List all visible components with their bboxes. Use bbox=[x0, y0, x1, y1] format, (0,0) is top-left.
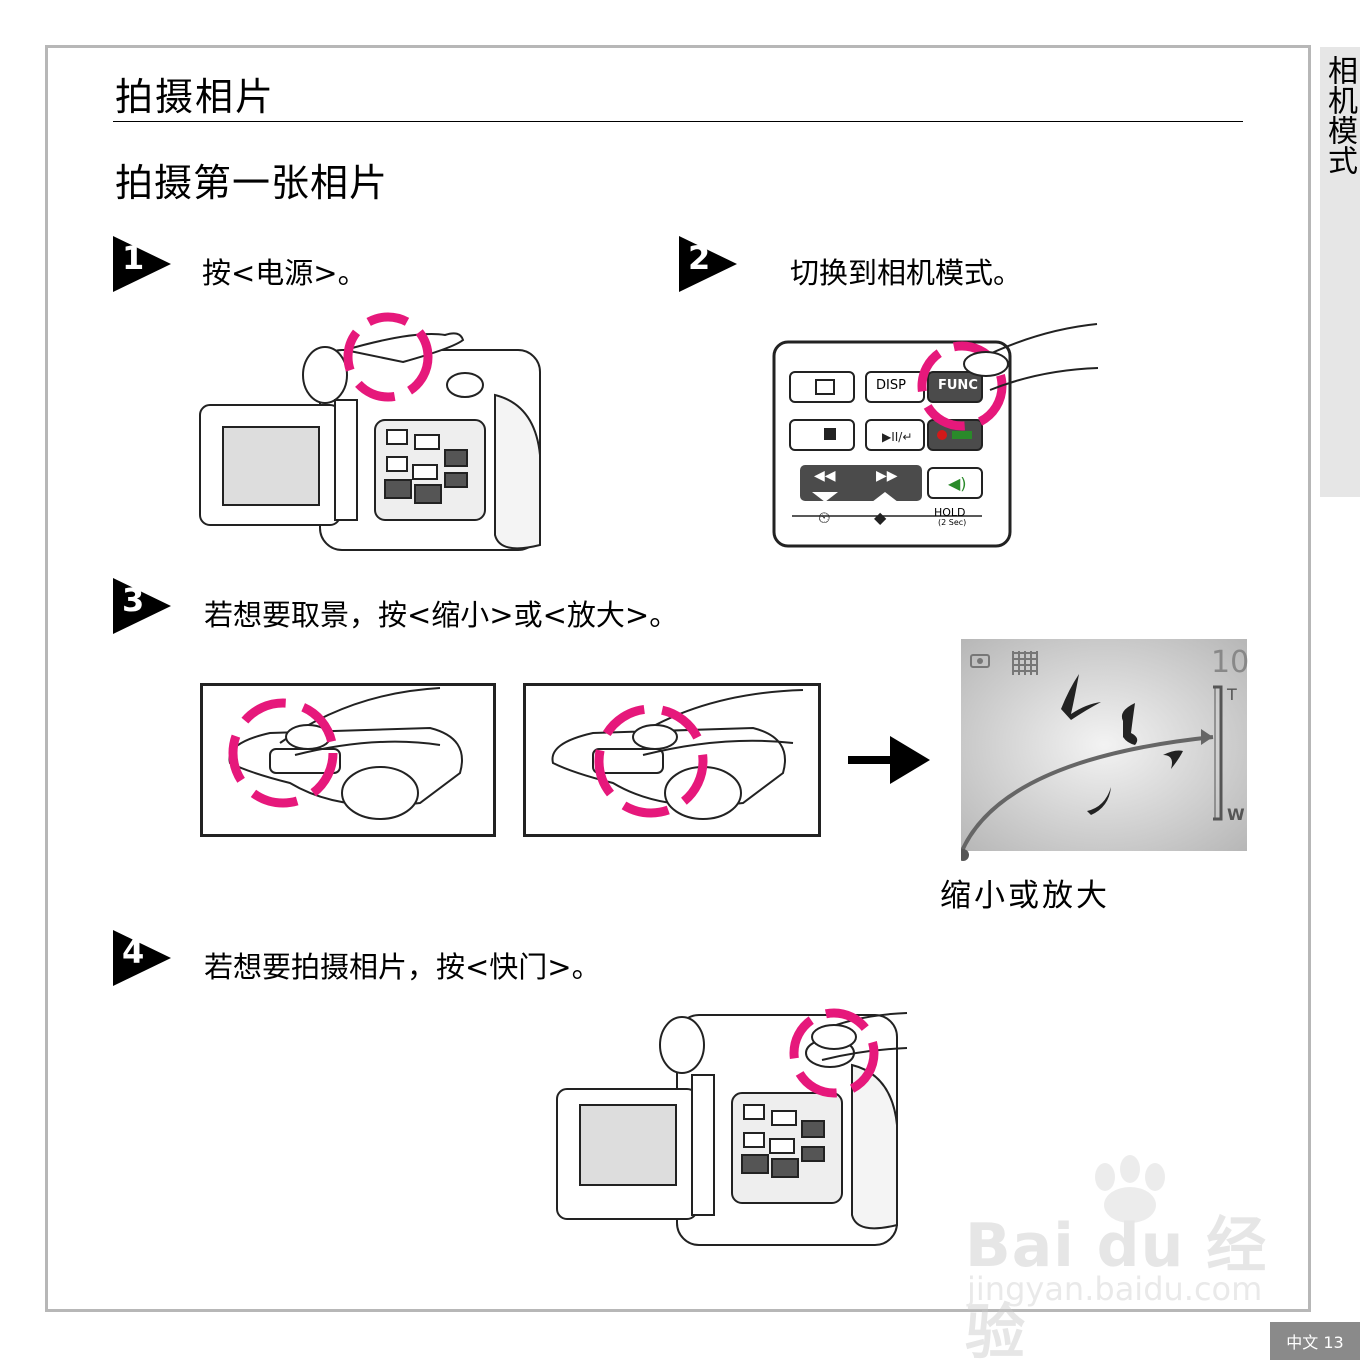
step-arrow-icon bbox=[113, 236, 171, 292]
right-arrow-icon bbox=[848, 736, 930, 784]
watermark-url: jingyan.baidu.com bbox=[967, 1270, 1263, 1308]
step-1-text: 按<电源>。 bbox=[202, 256, 367, 290]
svg-text:▶II/↵: ▶II/↵ bbox=[882, 430, 912, 444]
zoom-caption: 缩小或放大 bbox=[940, 878, 1110, 914]
step-3-text: 若想要取景，按<缩小>或<放大>。 bbox=[204, 598, 679, 632]
step-number: 3 bbox=[122, 581, 145, 619]
side-tab: 相机模式 bbox=[1320, 47, 1360, 497]
func-button: FUNC bbox=[938, 378, 978, 393]
zoom-out-illustration bbox=[200, 683, 496, 837]
control-panel-illustration: ◀◀ ▶▶ ▶II/↵ ◀) ⏲ ◆ DISP FUNC HOLD (2 Sec… bbox=[772, 320, 1102, 550]
page-title: 拍摄相片 bbox=[115, 75, 276, 119]
title-rule bbox=[113, 121, 1243, 122]
svg-text:▶▶: ▶▶ bbox=[876, 468, 898, 484]
hold-label: HOLD bbox=[934, 506, 966, 519]
step-number: 4 bbox=[122, 933, 145, 971]
paw-icon bbox=[1095, 1155, 1165, 1223]
wide-label: W bbox=[1227, 805, 1245, 824]
svg-text:◀◀: ◀◀ bbox=[814, 468, 836, 484]
step-4-text: 若想要拍摄相片，按<快门>。 bbox=[204, 950, 601, 984]
svg-text:◀): ◀) bbox=[948, 474, 967, 493]
zoom-preview-screen: 10 T W bbox=[961, 639, 1250, 861]
side-tab-label: 相机模式 bbox=[1322, 55, 1357, 175]
watermark-brand: Bai du 经验 bbox=[965, 1211, 1268, 1368]
step-arrow-icon bbox=[113, 930, 171, 986]
tele-label: T bbox=[1227, 685, 1237, 704]
section-title: 拍摄第一张相片 bbox=[115, 161, 389, 205]
step-arrow-icon bbox=[679, 236, 737, 292]
camera-power-illustration bbox=[199, 312, 541, 551]
step-number: 1 bbox=[122, 239, 145, 277]
camera-shutter-illustration bbox=[556, 1008, 908, 1246]
page-frame bbox=[45, 45, 1311, 1312]
shot-count: 10 bbox=[1211, 645, 1250, 680]
baidu-watermark: Bai du 经验 jingyan.baidu.com bbox=[955, 1155, 1285, 1368]
step-2-text: 切换到相机模式。 bbox=[790, 256, 1023, 290]
zoom-in-illustration bbox=[523, 683, 821, 837]
step-number: 2 bbox=[688, 239, 711, 277]
step-arrow-icon bbox=[113, 578, 171, 634]
page-number: 中文 13 bbox=[1270, 1322, 1360, 1360]
hold-sub-label: (2 Sec) bbox=[938, 518, 967, 527]
disp-button: DISP bbox=[876, 378, 906, 393]
svg-text:◆: ◆ bbox=[874, 508, 887, 527]
svg-text:⏲: ⏲ bbox=[818, 508, 830, 527]
